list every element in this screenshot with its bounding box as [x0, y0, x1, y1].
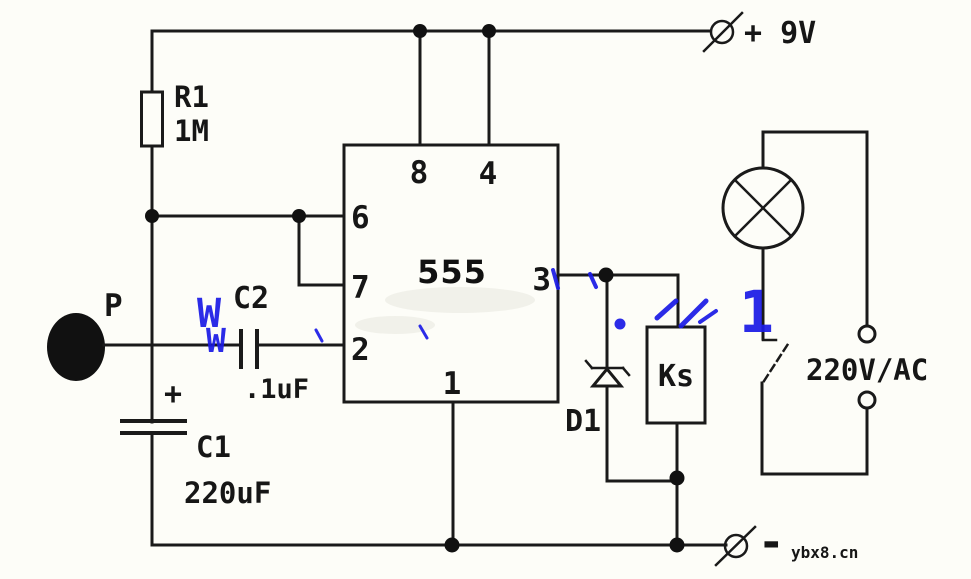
watermark-speck [418, 324, 429, 340]
capacitor-c2-value: .1uF [244, 374, 309, 405]
watermark-fragment-w2: W [206, 321, 226, 360]
relay-ks-ref: Ks [658, 359, 694, 394]
resistor-r1-value: 1M [174, 114, 209, 148]
relay-switch-contact [760, 338, 869, 476]
ic-pin7-label: 7 [351, 270, 370, 306]
watermark-fragment-w1: W [197, 291, 222, 337]
ac-source-terminals: 220V/AC [806, 324, 928, 410]
capacitor-c2-ref: C2 [233, 281, 269, 316]
watermark-speck [678, 298, 709, 329]
capacitor-c2: C2 .1uF [233, 281, 346, 405]
junction-dots [145, 24, 685, 553]
ac-source-label: 220V/AC [806, 353, 928, 387]
watermark-speck [588, 272, 598, 289]
ic-pin1-label: 1 [443, 366, 462, 402]
ac-terminal-top [857, 324, 877, 344]
watermark-smudge [355, 316, 435, 334]
resistor-r1-body [140, 90, 164, 148]
ic-pin4-label: 4 [479, 156, 498, 192]
watermark-speck [551, 268, 560, 290]
ic-555: 555 8 4 6 7 2 3 1 [342, 143, 560, 404]
relay-ks: Ks [645, 325, 707, 547]
ic-pin6-label: 6 [351, 200, 370, 236]
terminal-circle-icon [709, 19, 735, 45]
mic-p: P [47, 288, 243, 381]
watermark-speck [314, 328, 324, 343]
watermark-fragments: W W 1 [197, 268, 774, 360]
watermark-speck [698, 309, 718, 324]
diode-d1-triangle [589, 366, 625, 388]
capacitor-c1-polarity: + [164, 377, 182, 412]
resistor-r1-ref: R1 [174, 80, 209, 114]
capacitor-c1: + C1 220uF [120, 377, 271, 547]
watermark-dot [614, 318, 626, 330]
watermark-smudge [385, 287, 535, 313]
watermark-speck [654, 298, 679, 321]
capacitor-c1-ref: C1 [196, 430, 231, 464]
resistor-r1: R1 1M [140, 80, 209, 424]
diode-d1-ref: D1 [565, 404, 601, 439]
power-terminal-negative: - ybx8.cn [714, 517, 858, 568]
mic-p-body [47, 313, 105, 381]
ic-pin2-label: 2 [351, 332, 370, 368]
supply-negative-sign: - [758, 517, 785, 568]
lamp [721, 130, 869, 341]
supply-positive-label: + 9V [744, 16, 816, 51]
site-credit-label: ybx8.cn [791, 543, 858, 562]
capacitor-c1-value: 220uF [184, 476, 271, 510]
power-terminal-positive: + 9V [702, 11, 816, 53]
diode-d1: D1 [565, 273, 679, 483]
mic-p-label: P [104, 288, 123, 324]
ic-pin8-label: 8 [410, 155, 429, 191]
pin6-pin7-wiring [150, 214, 346, 287]
top-power-rail [150, 29, 711, 147]
ic-555-label: 555 [417, 253, 487, 291]
terminal-circle-icon [723, 533, 749, 559]
watermark-fragment-one: 1 [739, 278, 774, 346]
ic-555-body [342, 143, 560, 404]
ac-terminal-bottom [857, 390, 877, 410]
ic-pin3-label: 3 [532, 262, 551, 298]
